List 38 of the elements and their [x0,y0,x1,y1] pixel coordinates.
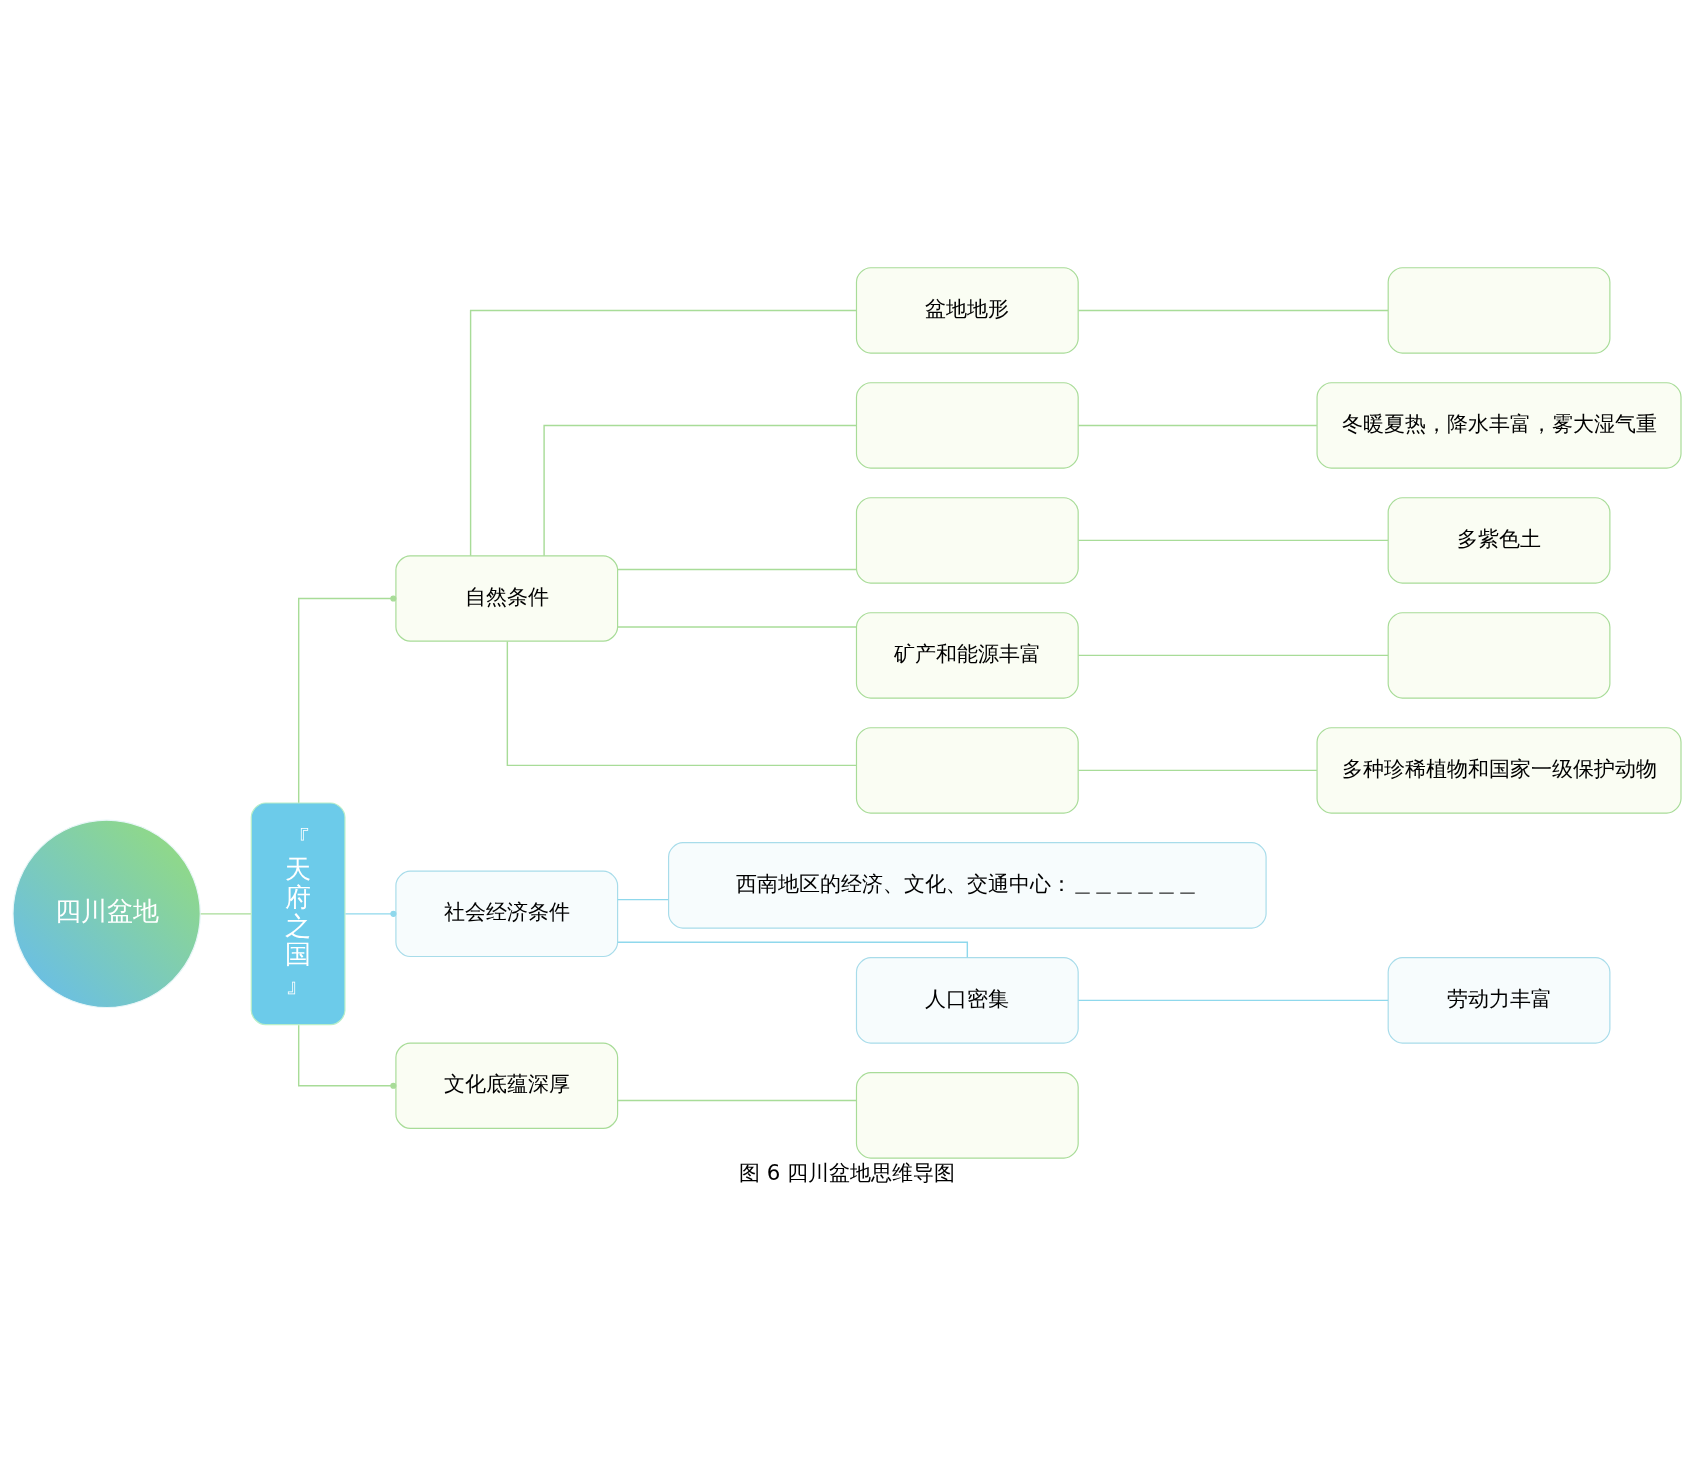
node-box: 矿产和能源丰富 [855,612,1079,699]
node-box: 西南地区的经济、文化、交通中心：＿＿＿＿＿＿ [668,842,1267,929]
node-box: 盆地地形 [855,267,1079,354]
node-box [855,727,1079,814]
node-box: 文化底蕴深厚 [395,1042,619,1130]
node-box: 『天府之国』 [250,802,346,1026]
node-box [855,1072,1079,1159]
connector [1077,999,1389,1002]
node-box: 多种珍稀植物和国家一级保护动物 [1316,727,1682,814]
node-box [1387,612,1611,699]
connector [1077,309,1389,312]
connector [543,424,857,557]
node-box [855,497,1079,584]
connector [298,595,397,804]
caption: 图 6 四川盆地思维导图 [738,1159,956,1185]
connector [200,913,252,915]
connector [1077,654,1389,657]
connector [1077,769,1318,772]
connector [344,910,397,917]
connector [506,640,857,767]
connector [616,898,669,901]
node-box [855,382,1079,469]
node-box: 人口密集 [855,957,1079,1044]
connector [616,1099,857,1102]
node-box: 多紫色土 [1387,497,1611,584]
node-box: 冬暖夏热，降水丰富，雾大湿气重 [1316,382,1682,469]
node-box [1387,267,1611,354]
connector [469,309,858,557]
connector [616,941,969,959]
node-box: 劳动力丰富 [1387,957,1611,1044]
connector [616,626,857,628]
node-box: 自然条件 [395,555,619,642]
node-circle: 四川盆地 [12,819,201,1009]
connector [298,1024,397,1089]
connector [1077,539,1389,542]
node-box: 社会经济条件 [395,870,619,958]
connector [1077,424,1318,427]
connector [616,568,857,571]
